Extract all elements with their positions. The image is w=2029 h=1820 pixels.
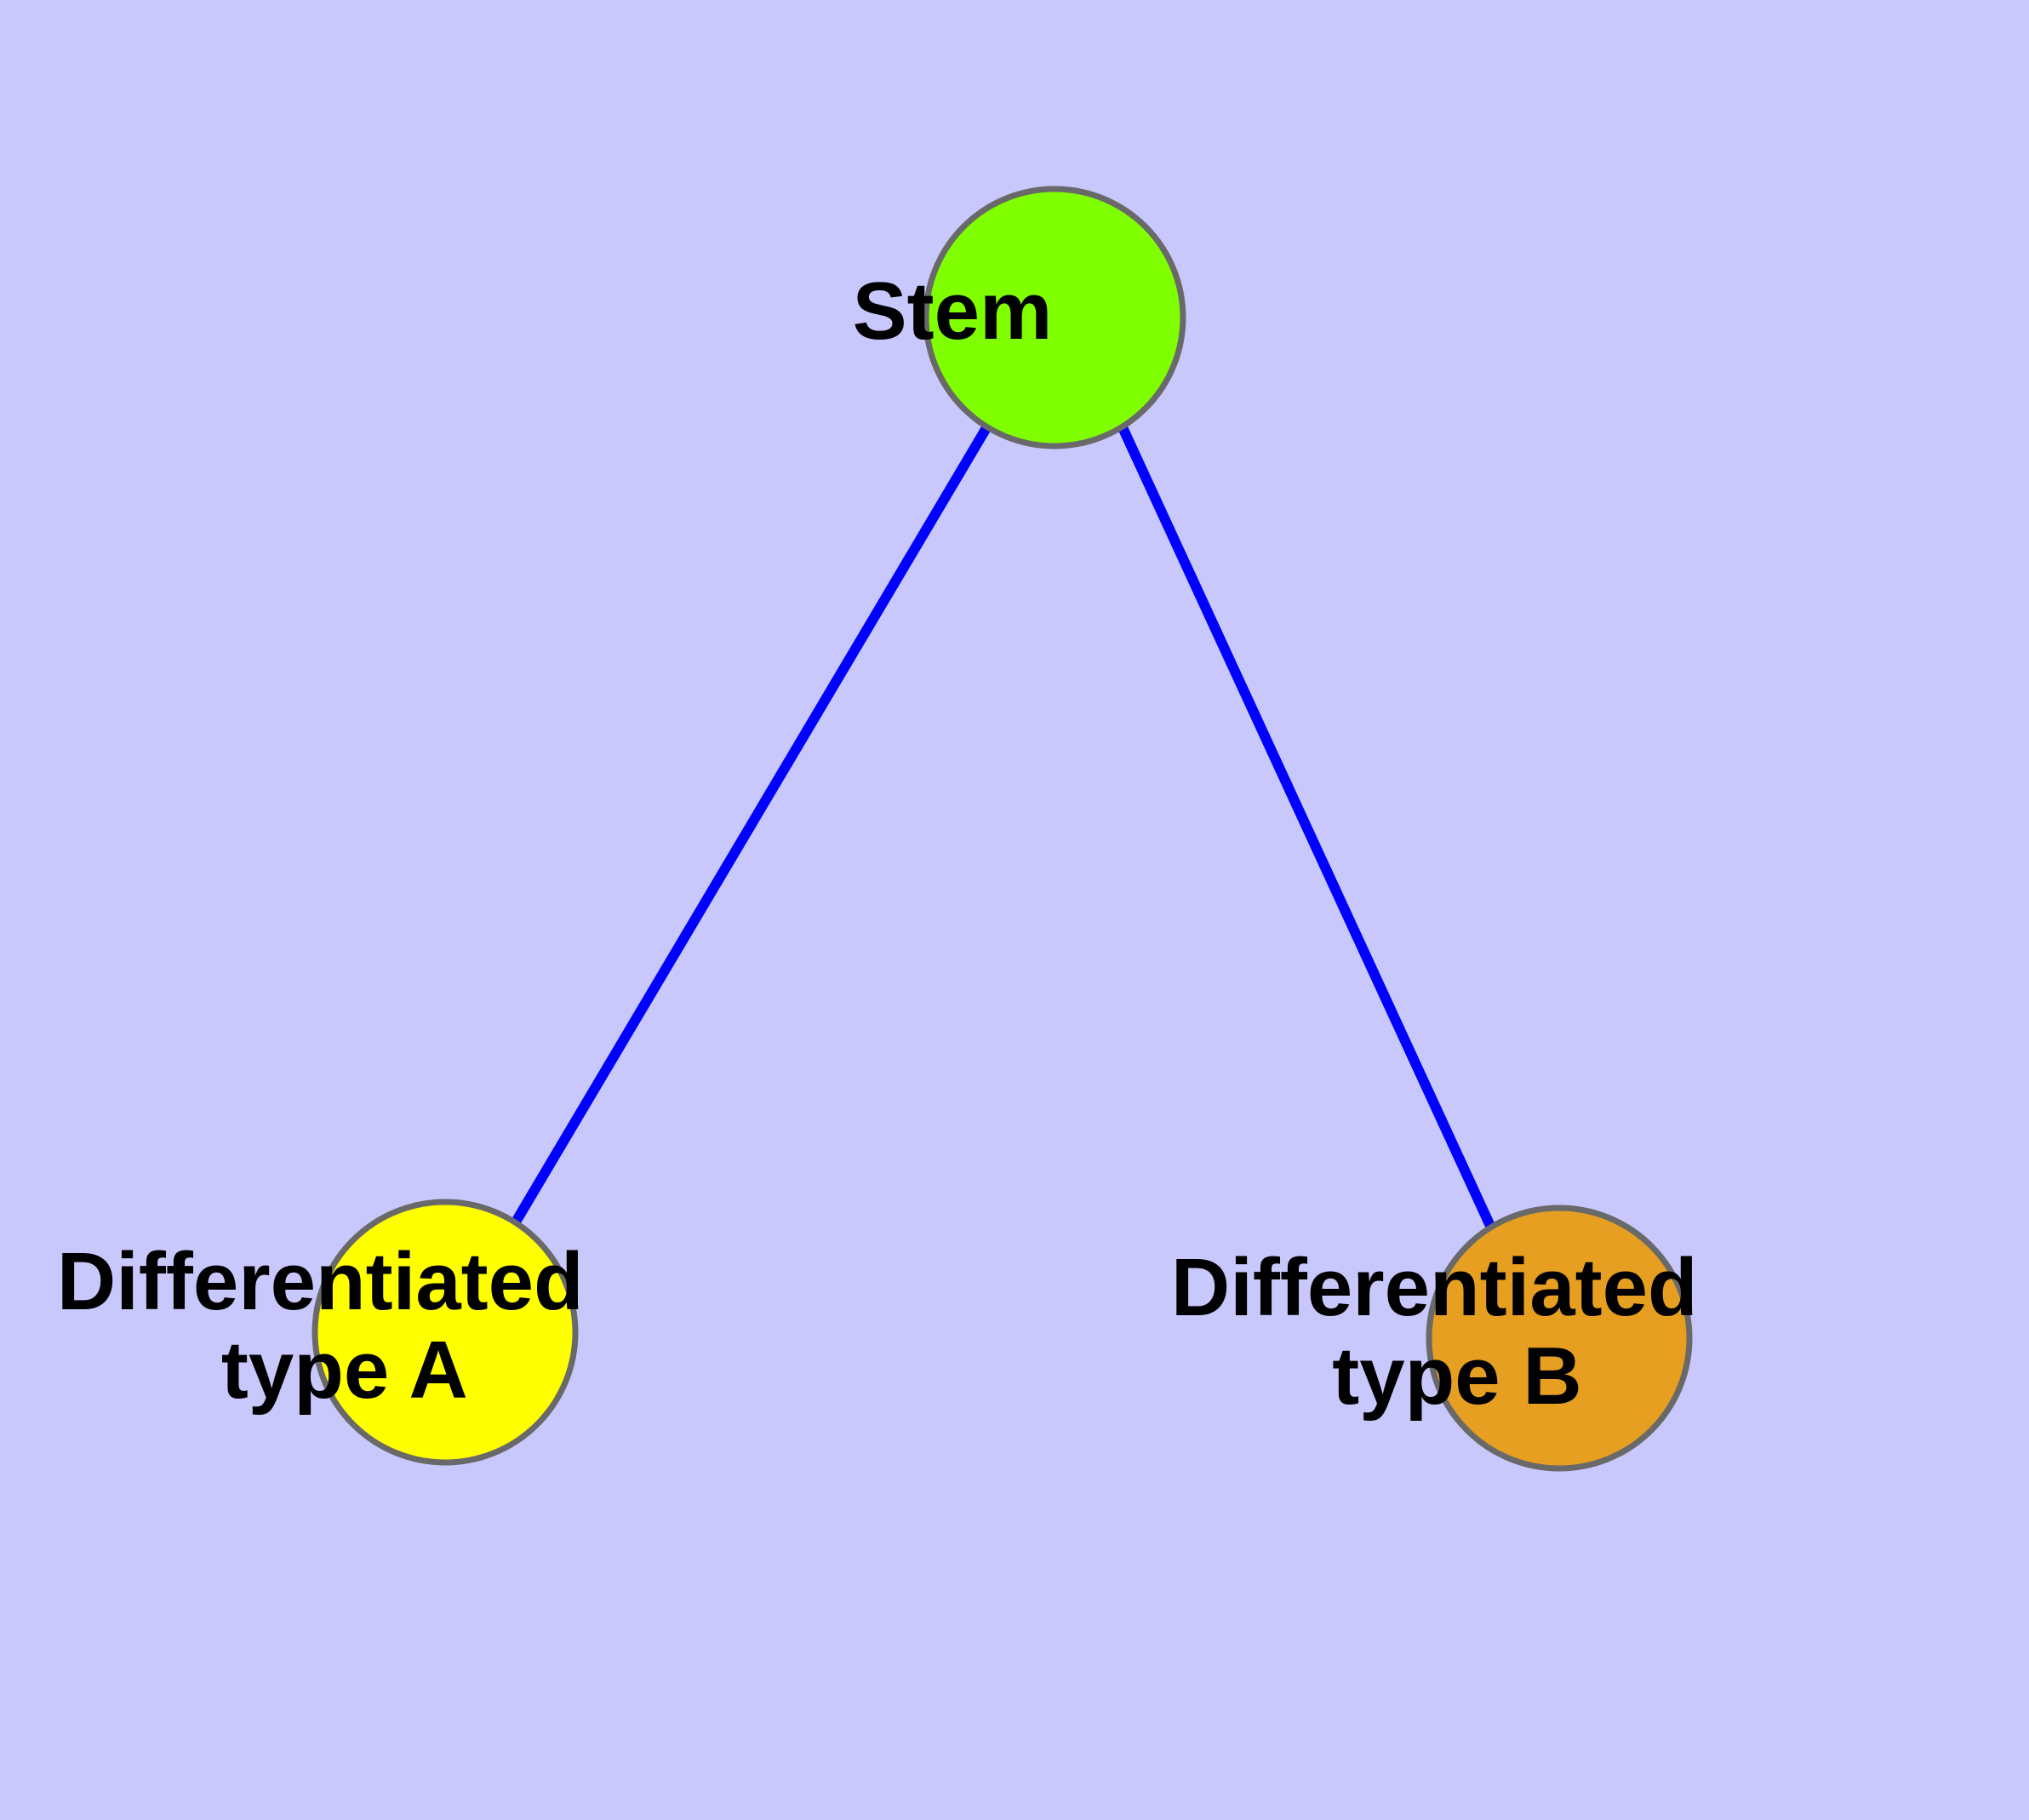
node-stem-label: Stem bbox=[853, 266, 1257, 357]
node-stem-circle[interactable] bbox=[923, 186, 1186, 449]
node-layer: Stem Differentiated type A Differentiate… bbox=[57, 186, 1947, 1472]
node-differentiated-type-b-label: Differentiated type B bbox=[1171, 1242, 1947, 1422]
node-differentiated-type-b-label-line-2: type B bbox=[1332, 1331, 1581, 1422]
node-differentiated-type-a-circle[interactable] bbox=[311, 1199, 579, 1466]
node-stem[interactable]: Stem bbox=[853, 186, 1257, 449]
node-differentiated-type-a[interactable]: Differentiated type A bbox=[57, 1199, 833, 1466]
node-differentiated-type-a-label: Differentiated type A bbox=[57, 1236, 833, 1416]
node-differentiated-type-a-label-line-2: type A bbox=[221, 1325, 466, 1416]
edge-stem-to-differentiated-type-a[interactable] bbox=[510, 423, 992, 1227]
edge-layer bbox=[510, 423, 1495, 1228]
edge-stem-to-differentiated-type-b[interactable] bbox=[1117, 423, 1495, 1228]
node-differentiated-type-a-label-line-1: Differentiated bbox=[57, 1236, 584, 1327]
node-differentiated-type-b-label-line-1: Differentiated bbox=[1171, 1242, 1698, 1333]
node-differentiated-type-b-circle[interactable] bbox=[1426, 1205, 1693, 1472]
node-stem-label-line-1: Stem bbox=[853, 266, 1053, 357]
node-differentiated-type-b[interactable]: Differentiated type B bbox=[1171, 1205, 1947, 1472]
